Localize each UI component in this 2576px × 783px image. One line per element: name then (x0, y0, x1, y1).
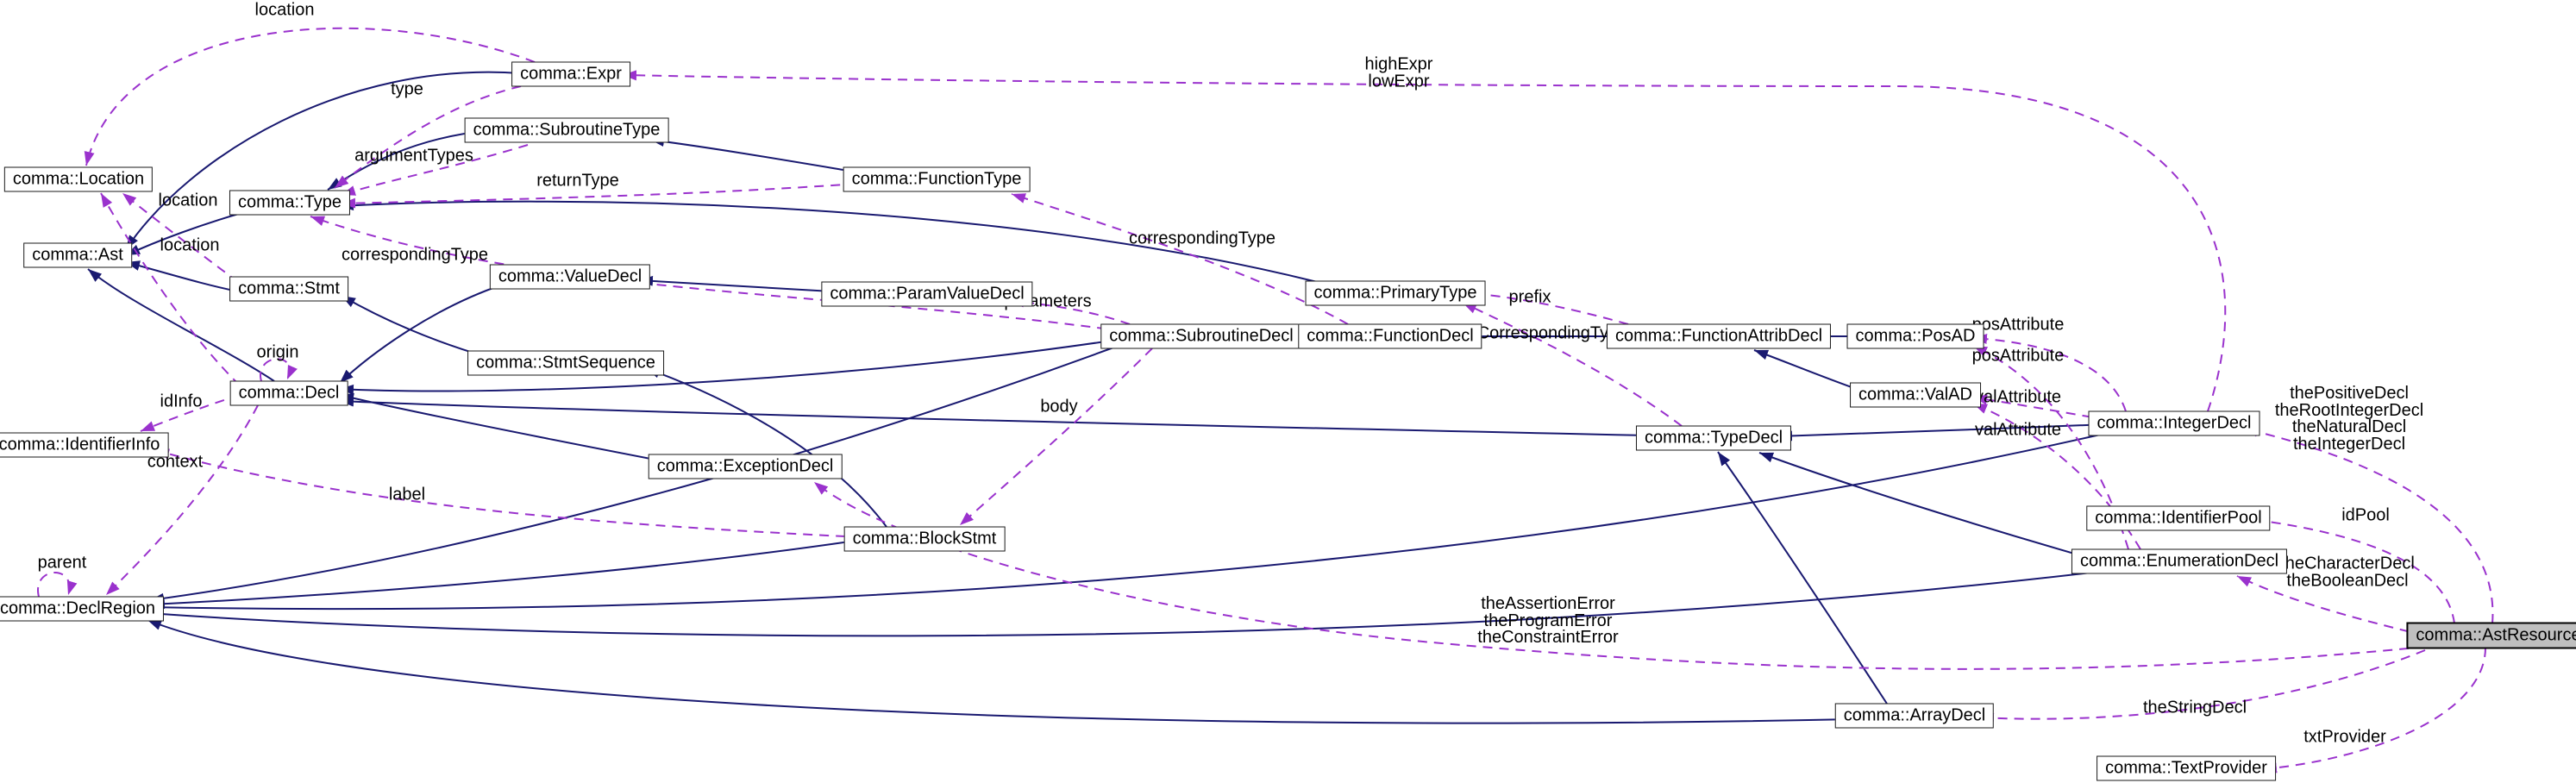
node-textprovider[interactable]: comma::TextProvider (2097, 755, 2276, 781)
edge-stmt-to-ast (125, 260, 239, 292)
edge-decl-to-location (100, 192, 241, 386)
node-declregion[interactable]: comma::DeclRegion (0, 596, 165, 622)
edge-enumerationdecl-to-declregion (148, 571, 2099, 637)
edge-astresource-to-integerdecl (2243, 426, 2494, 624)
edge-valad-to-functionattribdecl (1753, 349, 1862, 392)
node-expr[interactable]: comma::Expr (511, 61, 630, 87)
edge-blockstmt-to-identifierinfo (154, 448, 862, 538)
edge-subroutinetype-to-type (341, 144, 529, 196)
node-functiontype[interactable]: comma::FunctionType (843, 166, 1031, 192)
edge-astresource-to-textprovider (2262, 647, 2486, 774)
edge-typedecl-to-primarytype (1462, 302, 1683, 427)
edge-functionattribdecl-to-primarytype (1462, 288, 1629, 325)
node-primarytype[interactable]: comma::PrimaryType (1305, 280, 1486, 306)
node-integerdecl[interactable]: comma::IntegerDecl (2088, 410, 2260, 436)
node-valad[interactable]: comma::ValAD (1850, 382, 1981, 408)
edge-stmt-to-location (122, 192, 239, 283)
node-exceptiondecl[interactable]: comma::ExceptionDecl (648, 454, 843, 479)
edge-decl-to-ast (87, 268, 275, 382)
node-typedecl[interactable]: comma::TypeDecl (1635, 425, 1792, 451)
node-arraydecl[interactable]: comma::ArrayDecl (1834, 703, 1995, 729)
edge-valuedecl-to-decl (339, 284, 504, 384)
edge-blockstmt-to-declregion (150, 539, 862, 610)
node-enumerationdecl[interactable]: comma::EnumerationDecl (2071, 548, 2288, 574)
node-functiondecl[interactable]: comma::FunctionDecl (1298, 323, 1482, 349)
edge-stmtsequence-to-stmt (341, 295, 488, 358)
edge-subroutinedecl-to-declregion (149, 343, 1124, 604)
node-type[interactable]: comma::Type (229, 190, 351, 216)
node-valuedecl[interactable]: comma::ValueDecl (489, 264, 651, 290)
node-stmt[interactable]: comma::Stmt (229, 276, 348, 302)
node-subroutinedecl[interactable]: comma::SubroutineDecl (1100, 323, 1302, 349)
edge-decl-to-identifierinfo (140, 394, 241, 432)
node-functionattribdecl[interactable]: comma::FunctionAttribDecl (1606, 323, 1832, 349)
node-identifierpool[interactable]: comma::IdentifierPool (2086, 505, 2271, 531)
edge-paramvaluedecl-to-valuedecl (638, 275, 848, 293)
edge-astresource-to-identifierpool (2255, 517, 2455, 624)
edge-astresource-to-arraydecl (1979, 649, 2426, 723)
edge-integerdecl-to-expr (622, 70, 2227, 412)
edge-integerdecl-to-declregion (148, 432, 2109, 613)
edge-type-to-ast (125, 212, 242, 256)
edge-blockstmt-to-stmtsequence (645, 367, 887, 528)
node-astresource: comma::AstResource (2406, 622, 2576, 649)
edge-enumerationdecl-to-typedecl (1758, 452, 2099, 561)
edge-expr-to-type (334, 85, 522, 189)
node-location[interactable]: comma::Location (3, 166, 154, 192)
edge-functiondecl-to-functiontype (1011, 193, 1349, 325)
edge-decl-to-decl (259, 358, 298, 382)
edge-functiontype-to-subroutinetype (649, 136, 860, 173)
edge-integerdecl-to-typedecl (1777, 423, 2109, 442)
edge-subroutinedecl-to-decl (339, 338, 1124, 395)
node-stmtsequence[interactable]: comma::StmtSequence (467, 350, 664, 376)
node-decl[interactable]: comma::Decl (229, 380, 348, 406)
node-blockstmt[interactable]: comma::BlockStmt (843, 526, 1006, 552)
node-paramvaluedecl[interactable]: comma::ParamValueDecl (821, 281, 1033, 307)
edge-expr-to-ast (125, 71, 522, 250)
edge-arraydecl-to-declregion (147, 619, 1853, 724)
edge-functiontype-to-type (341, 183, 857, 209)
edge-subroutinedecl-to-blockstmt (959, 348, 1153, 526)
edge-integerdecl-to-valad (1972, 394, 2109, 421)
edge-integerdecl-to-posad (1972, 334, 2127, 412)
edge-subroutinedecl-to-type (310, 216, 1124, 332)
node-identifierinfo[interactable]: comma::IdentifierInfo (0, 432, 169, 458)
node-posad[interactable]: comma::PosAD (1846, 323, 1984, 349)
edge-decl-to-declregion (105, 404, 259, 596)
node-ast[interactable]: comma::Ast (23, 242, 132, 268)
edge-exceptiondecl-to-decl (339, 392, 669, 463)
edge-expr-to-location (84, 27, 536, 166)
edge-declregion-to-declregion (36, 572, 78, 598)
edge-astresource-to-exceptiondecl (813, 481, 2426, 670)
edge-astresource-to-enumerationdecl (2236, 575, 2426, 636)
edge-primarytype-to-type (339, 200, 1332, 286)
node-subroutinetype[interactable]: comma::SubroutineType (464, 117, 669, 143)
edge-typedecl-to-decl (339, 396, 1652, 436)
